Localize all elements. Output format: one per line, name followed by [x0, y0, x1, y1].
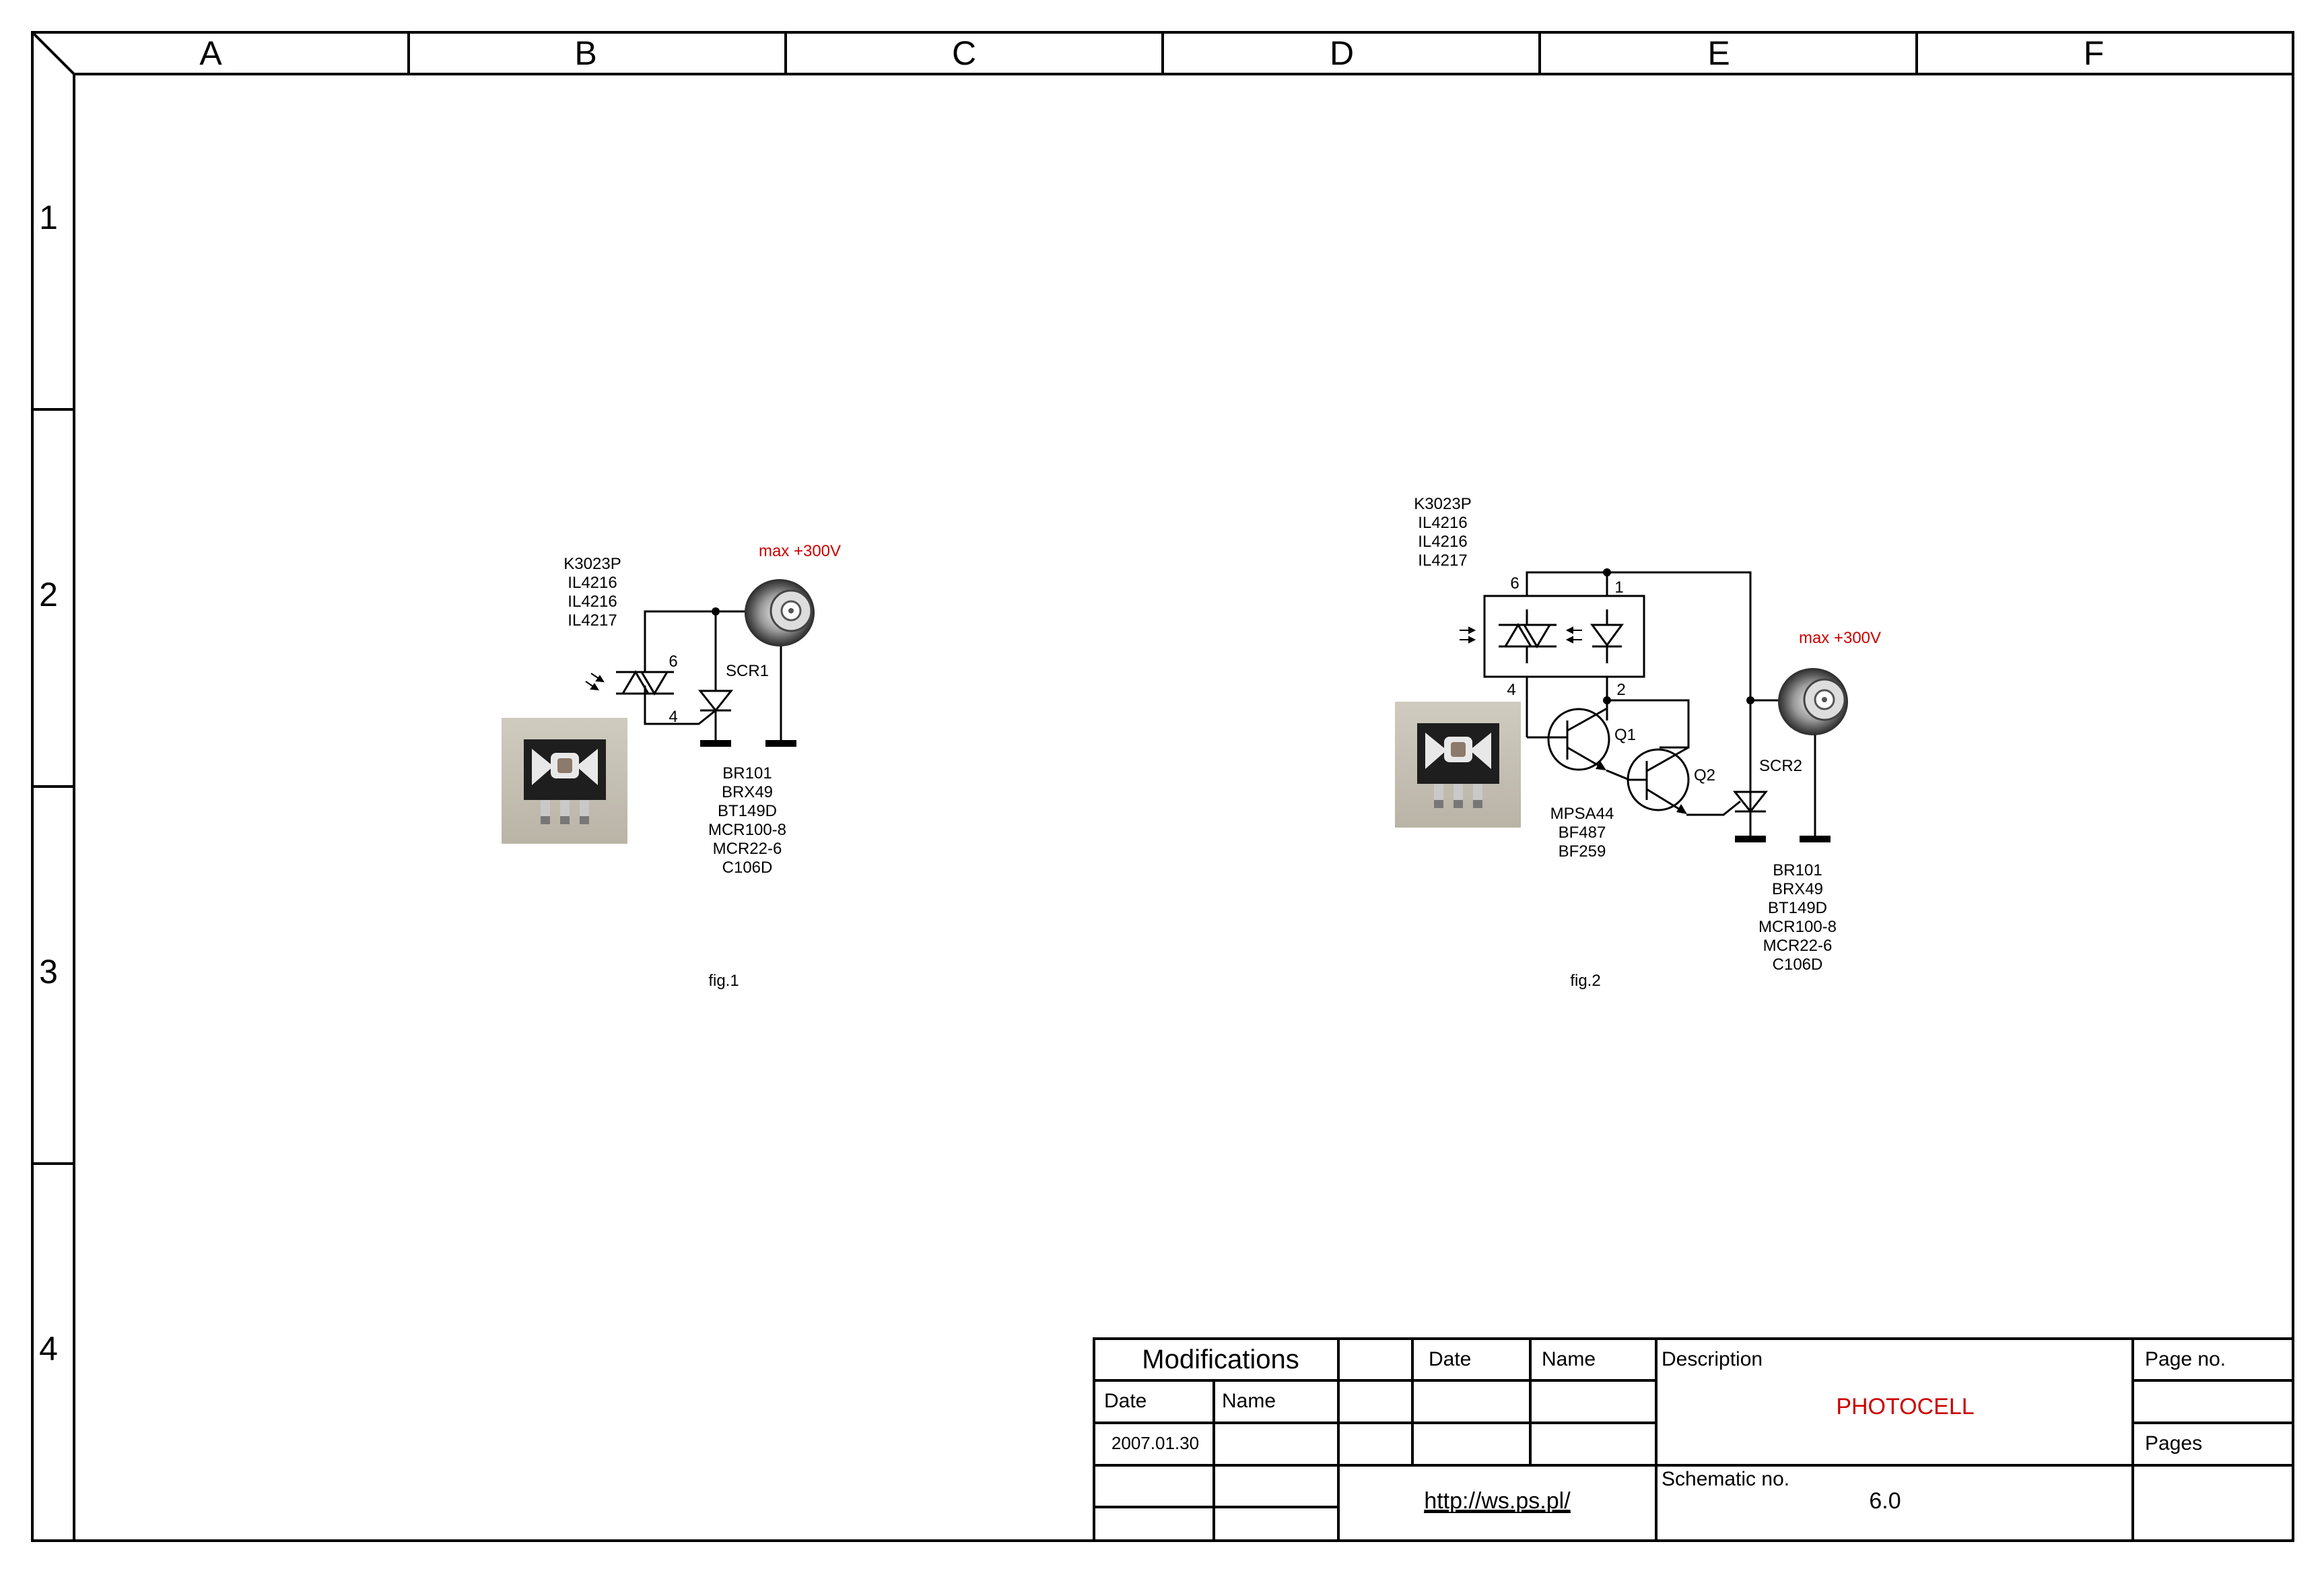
fig2-q2-emitter-arrow — [1676, 804, 1687, 814]
fig2-opto-part: K3023P — [1414, 495, 1471, 513]
fig1-scr-label: SCR1 — [726, 662, 769, 680]
drawing-frame — [31, 31, 2294, 1542]
fig1-ldr-ground-bar — [765, 740, 796, 747]
fig2-scr-part: BR101 — [1773, 861, 1822, 879]
column-label-f: F — [2084, 34, 2105, 72]
fig1-scr-part: BR101 — [722, 764, 772, 782]
fig1-opto-part: IL4216 — [568, 593, 617, 611]
fig2-opto-part: IL4216 — [1418, 514, 1467, 532]
fig1-optocoupler-parts: K3023P IL4216 IL4216 IL4217 — [563, 555, 621, 630]
fig1-voltage-label: max +300V — [759, 542, 841, 560]
fig2-scr-ground-bar — [1735, 836, 1766, 842]
fig1-opto-part: IL4217 — [568, 611, 617, 630]
fig2-transistor-part: BF487 — [1559, 824, 1606, 842]
schematic-no-label: Schematic no. — [1662, 1468, 1789, 1490]
fig1-scr-part: BT149D — [718, 802, 777, 820]
column-label-d: D — [1330, 34, 1354, 72]
fig2-opto-part: IL4217 — [1418, 551, 1467, 570]
fig1-light-arrows-icon — [585, 673, 605, 691]
fig1-scr-part: C106D — [722, 859, 773, 877]
fig2-q1-emitter-arrow — [1596, 761, 1606, 770]
fig2-optocoupler-package — [1483, 595, 1645, 678]
row-label-2: 2 — [39, 576, 58, 613]
title-block-grid — [1093, 1337, 2294, 1542]
fig2-transistor-part: BF259 — [1559, 842, 1606, 861]
fig2-caption: fig.2 — [1570, 972, 1600, 990]
fig2-q1-transistor-symbol — [1547, 700, 1610, 771]
fig2-photoresistor-icon — [1778, 668, 1848, 735]
fig1-scr-part: MCR100-8 — [708, 821, 786, 839]
fig2-pin-1-label: 1 — [1614, 578, 1623, 597]
fig2-scr-part: MCR22-6 — [1763, 937, 1833, 955]
row-label-3: 3 — [39, 953, 58, 991]
pages-label: Pages — [2145, 1432, 2202, 1455]
fig2-internal-light-arrows-icon — [1565, 626, 1582, 644]
fig1-phototriac-symbol — [616, 670, 674, 696]
fig2-scr-part: BRX49 — [1772, 880, 1823, 898]
fig1-circuit: K3023P IL4216 IL4216 IL4217 max +300V — [502, 542, 841, 990]
fig1-photoresistor-icon — [745, 579, 815, 646]
fig2-circuit: K3023P IL4216 IL4216 IL4217 — [1395, 495, 1881, 990]
fig1-opto-part: K3023P — [563, 555, 621, 573]
fig2-voltage-label: max +300V — [1799, 629, 1881, 647]
row-label-1: 1 — [39, 199, 58, 236]
fig1-scr-part: BRX49 — [722, 783, 773, 801]
date-header: Date — [1429, 1348, 1471, 1370]
mod-date-value: 2007.01.30 — [1112, 1433, 1199, 1453]
fig2-opto-part: IL4216 — [1418, 533, 1467, 551]
modifications-heading: Modifications — [1142, 1345, 1299, 1374]
mod-name-header: Name — [1222, 1390, 1276, 1412]
fig2-transistor-part: MPSA44 — [1550, 805, 1614, 823]
column-labels: A B C D E F — [199, 34, 2104, 72]
fig1-junction-dot — [712, 607, 720, 615]
row-labels: 1 2 3 4 — [39, 199, 58, 1368]
fig2-pin-2-label: 2 — [1616, 681, 1625, 699]
column-label-b: B — [574, 34, 596, 72]
fig2-optocoupler-photo — [1395, 702, 1521, 828]
column-label-a: A — [199, 34, 222, 72]
fig1-scr-part: MCR22-6 — [713, 840, 782, 858]
fig1-scr-ground-bar — [700, 740, 731, 747]
fig1-optocoupler-photo — [502, 718, 627, 844]
title-block: Modifications Date Name 2007.01.30 Date … — [1093, 1337, 2294, 1542]
column-label-e: E — [1707, 34, 1730, 72]
fig2-pin-4-label: 4 — [1507, 681, 1515, 699]
fig2-external-light-arrows-icon — [1460, 626, 1476, 644]
fig1-scr-parts: BR101 BRX49 BT149D MCR100-8 MCR22-6 C106… — [708, 764, 786, 877]
description-label: Description — [1662, 1348, 1763, 1370]
fig2-led-symbol — [1590, 609, 1624, 663]
fig2-scr-symbol — [1732, 700, 1769, 813]
fig2-transistor-parts: MPSA44 BF487 BF259 — [1550, 805, 1614, 861]
schematic-no-value: 6.0 — [1869, 1488, 1901, 1514]
name-header: Name — [1542, 1348, 1596, 1370]
row-label-4: 4 — [39, 1330, 58, 1368]
page-no-label: Page no. — [2145, 1348, 2226, 1370]
fig2-scr-label: SCR2 — [1759, 757, 1802, 775]
fig2-wires — [1526, 571, 1816, 838]
fig1-pin-6-label: 6 — [669, 653, 677, 671]
mod-date-header: Date — [1104, 1390, 1147, 1412]
fig1-scr-symbol — [697, 690, 734, 712]
fig2-scr-part: MCR100-8 — [1758, 918, 1837, 936]
fig2-scr-parts: BR101 BRX49 BT149D MCR100-8 MCR22-6 C106… — [1758, 861, 1837, 974]
fig2-optocoupler-parts: K3023P IL4216 IL4216 IL4217 — [1414, 495, 1471, 570]
fig1-caption: fig.1 — [708, 972, 739, 990]
fig2-q2-label: Q2 — [1694, 766, 1715, 784]
fig2-scr-part: C106D — [1773, 956, 1823, 974]
fig1-wires — [644, 610, 782, 743]
fig2-pin-6-label: 6 — [1510, 574, 1519, 593]
fig2-q1-label: Q1 — [1614, 726, 1636, 744]
fig2-junction-dot — [1603, 568, 1611, 576]
column-label-c: C — [952, 34, 976, 72]
fig1-pin-4-label: 4 — [669, 708, 677, 726]
fig2-phototriac-symbol — [1499, 609, 1557, 663]
website-link[interactable]: http://ws.ps.pl/ — [1424, 1488, 1571, 1514]
fig2-q2-transistor-symbol — [1606, 746, 1690, 813]
fig2-scr-part: BT149D — [1768, 899, 1827, 917]
fig1-opto-part: IL4216 — [568, 574, 617, 592]
drawing-title: PHOTOCELL — [1836, 1394, 1974, 1419]
fig2-ldr-ground-bar — [1800, 836, 1831, 842]
